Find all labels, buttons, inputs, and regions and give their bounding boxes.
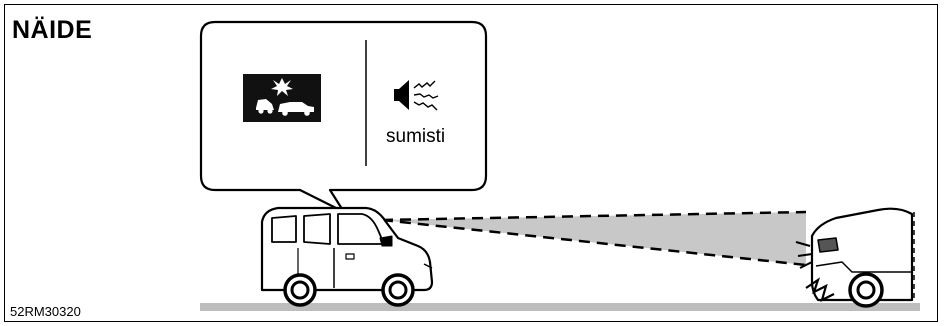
right-vehicle <box>812 209 914 306</box>
forward-collision-warning-icon <box>243 74 321 122</box>
sound-label: sumisti <box>386 126 445 148</box>
